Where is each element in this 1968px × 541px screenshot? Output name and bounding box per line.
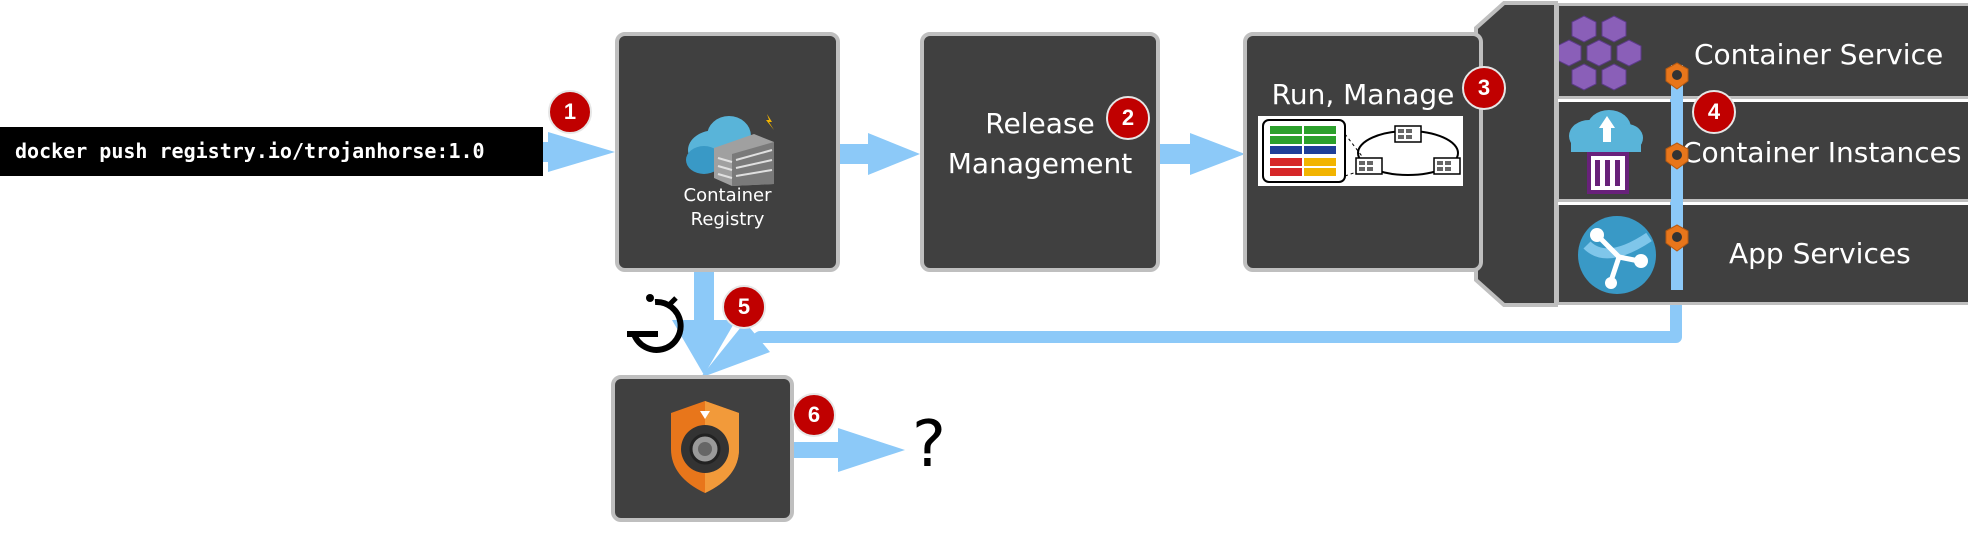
app-services-icon bbox=[1578, 216, 1656, 294]
registry-label-line1: Container bbox=[683, 185, 772, 206]
arrow-down-shaft bbox=[694, 272, 714, 327]
step-badge-6: 6 bbox=[792, 393, 836, 437]
release-management-box[interactable]: Release Management bbox=[920, 32, 1160, 272]
arrow-6-shaft bbox=[793, 442, 843, 458]
arrow-down-head bbox=[672, 320, 736, 375]
step-badge-1: 1 bbox=[548, 90, 592, 134]
arrow-6-head bbox=[838, 428, 905, 472]
security-shield-icon bbox=[671, 401, 739, 493]
feedback-arrow-head bbox=[700, 322, 770, 378]
kubernetes-cluster-icon bbox=[1559, 15, 1642, 91]
step-badge-2: 2 bbox=[1106, 96, 1150, 140]
security-scanner-box[interactable] bbox=[611, 375, 794, 522]
step-badge-5: 5 bbox=[722, 285, 766, 329]
release-label-line2: Management bbox=[947, 147, 1133, 180]
arrow-2-shaft bbox=[838, 144, 873, 164]
app-services-label: App Services bbox=[1729, 237, 1911, 270]
shield-marker-2 bbox=[1665, 142, 1689, 170]
unknown-outcome: ? bbox=[912, 408, 946, 482]
run-manage-box[interactable]: Run, Manage bbox=[1243, 32, 1483, 272]
container-instances-label: Container Instances bbox=[1682, 136, 1962, 169]
kanban-cluster-icon bbox=[1258, 116, 1463, 186]
container-instances-row[interactable]: Container Instances bbox=[1556, 102, 1968, 202]
arrow-3-shaft bbox=[1160, 144, 1195, 164]
run-manage-label: Run, Manage bbox=[1271, 78, 1455, 111]
shield-marker-1 bbox=[1665, 62, 1689, 90]
container-service-label: Container Service bbox=[1694, 38, 1944, 71]
arrow-3-head bbox=[1190, 133, 1245, 175]
container-registry-box[interactable]: Container Registry bbox=[615, 32, 840, 272]
arrow-2-head bbox=[868, 133, 920, 175]
docker-push-command: docker push registry.io/trojanhorse:1.0 bbox=[0, 127, 543, 176]
release-label-line1: Release bbox=[985, 107, 1095, 140]
arrow-1-head bbox=[548, 132, 615, 172]
registry-label-line2: Registry bbox=[690, 209, 765, 230]
cloud-registry-icon bbox=[686, 114, 774, 186]
container-instances-icon bbox=[1569, 110, 1643, 194]
step-badge-4: 4 bbox=[1692, 90, 1736, 134]
monitor-line bbox=[1665, 62, 1689, 290]
container-service-row[interactable]: Container Service bbox=[1556, 3, 1968, 99]
shield-marker-3 bbox=[1665, 224, 1689, 252]
app-services-row[interactable]: App Services bbox=[1556, 205, 1968, 305]
step-badge-3: 3 bbox=[1462, 66, 1506, 110]
timer-icon bbox=[627, 294, 684, 353]
